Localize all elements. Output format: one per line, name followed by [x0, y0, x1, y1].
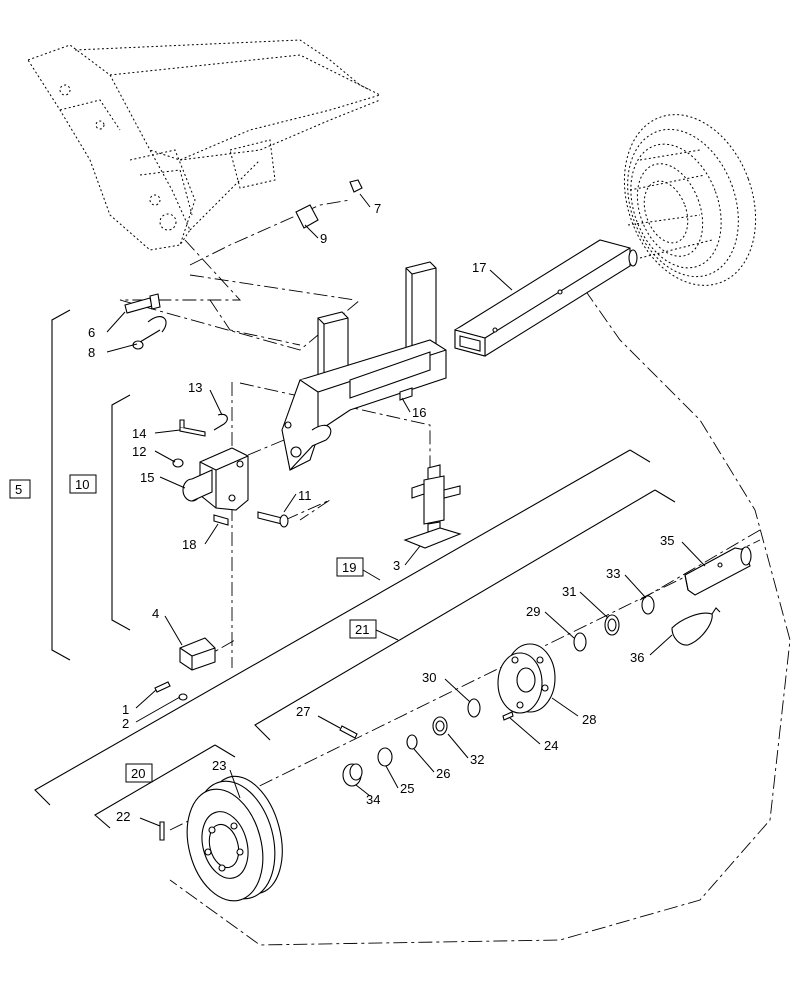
- pin-14: [179, 419, 206, 437]
- callout-17: 17: [472, 260, 486, 275]
- bearing-32: [432, 716, 448, 736]
- callout-34: 34: [366, 792, 380, 807]
- washer-12: [172, 458, 184, 468]
- callout-35: 35: [660, 533, 674, 548]
- bearing-31: [604, 614, 620, 636]
- callout-11: 11: [298, 488, 312, 503]
- callout-21: 21: [355, 622, 369, 637]
- callout-30: 30: [422, 670, 436, 685]
- callout-2: 2: [122, 716, 129, 731]
- callout-24: 24: [544, 738, 558, 753]
- callout-1: 1: [122, 702, 129, 717]
- clip-36: [671, 607, 721, 646]
- pivot-bracket-15: [182, 447, 249, 511]
- callout-18: 18: [182, 537, 196, 552]
- callout-36: 36: [630, 650, 644, 665]
- callout-25: 25: [400, 781, 414, 796]
- cap-34: [342, 763, 363, 787]
- nut-7: [349, 179, 363, 193]
- callout-3: 3: [393, 558, 400, 573]
- jack-stand-frame-16: [281, 261, 447, 471]
- tire-ghost: [623, 114, 757, 286]
- washer-26: [406, 734, 418, 750]
- bracket-group-10: [111, 394, 131, 631]
- callout-26: 26: [436, 766, 450, 781]
- axle-tube-17: [454, 239, 638, 357]
- callout-12: 12: [132, 444, 146, 459]
- bolt-24: [502, 711, 514, 721]
- callout-29: 29: [526, 604, 540, 619]
- bolt-6: [124, 293, 161, 314]
- group-callout-10: 10: [69, 474, 97, 494]
- callout-23: 23: [212, 758, 226, 773]
- bracket-group-21: [254, 489, 676, 741]
- group-brackets: [34, 309, 676, 829]
- spindle-35: [684, 546, 752, 596]
- bolt-1: [154, 681, 171, 693]
- wheel-rim-23: [186, 775, 283, 902]
- group-callout-5: 5: [9, 479, 31, 499]
- callout-16: 16: [412, 405, 426, 420]
- nut-25: [377, 747, 393, 767]
- callout-31: 31: [562, 584, 576, 599]
- callout-6: 6: [88, 325, 95, 340]
- callout-13: 13: [188, 380, 202, 395]
- callout-labels: 7 9 6 8 16 17 13 14 12 15 11 18 3 4 1 2 …: [88, 201, 674, 824]
- callout-5: 5: [15, 482, 22, 497]
- leader-lines: [106, 193, 706, 827]
- bolt-11: [257, 511, 289, 528]
- callout-22: 22: [116, 809, 130, 824]
- seal-33: [641, 595, 655, 615]
- group-callout-20: 20: [125, 763, 153, 783]
- lynch-pin-8: [132, 316, 167, 350]
- clip-13: [213, 413, 228, 431]
- group-callout-21: 21: [349, 619, 399, 641]
- callout-28: 28: [582, 712, 596, 727]
- bracket-group-5: [51, 309, 71, 661]
- bracket-4: [179, 637, 216, 671]
- callout-27: 27: [296, 704, 310, 719]
- bracket-group-20: [94, 744, 236, 829]
- callout-33: 33: [606, 566, 620, 581]
- callout-10: 10: [75, 477, 89, 492]
- pin-18: [213, 514, 229, 526]
- callout-8: 8: [88, 345, 95, 360]
- group-callout-19: 19: [336, 557, 381, 581]
- baler-frame-ghost: [27, 39, 382, 251]
- callout-4: 4: [152, 606, 159, 621]
- cotter-pin-27: [339, 725, 358, 739]
- pin-9: [295, 204, 319, 229]
- callout-19: 19: [342, 560, 356, 575]
- callout-15: 15: [140, 470, 154, 485]
- hub-28: [497, 643, 556, 714]
- cup-30: [467, 698, 481, 718]
- callout-7: 7: [374, 201, 381, 216]
- cup-29: [573, 632, 587, 652]
- bracket-group-19: [34, 449, 651, 806]
- jack-3: [403, 464, 462, 549]
- callout-32: 32: [470, 752, 484, 767]
- callout-9: 9: [320, 231, 327, 246]
- callout-20: 20: [131, 766, 145, 781]
- valve-22: [159, 821, 165, 841]
- nut-2: [178, 693, 188, 701]
- callout-14: 14: [132, 426, 146, 441]
